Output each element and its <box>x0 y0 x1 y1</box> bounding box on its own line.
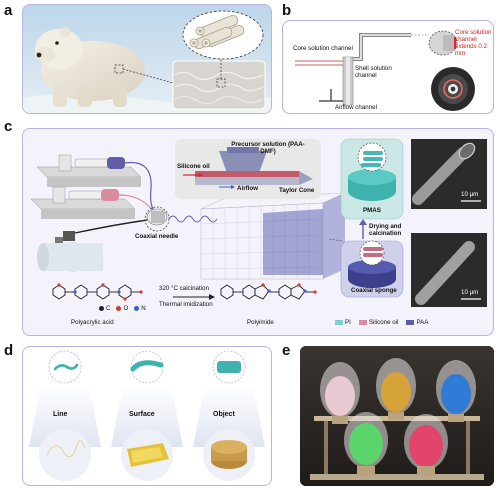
collector-grid <box>200 192 346 280</box>
material-legend: PI Silicone oil PAA <box>335 319 428 326</box>
pmas-inset <box>340 138 404 220</box>
scale-bar-1: 10 μm <box>461 191 479 198</box>
panel-a <box>22 4 272 114</box>
legend-silicone-label: Silicone oil <box>368 319 399 326</box>
jar-red <box>404 414 448 476</box>
sem-image-coaxial <box>411 233 487 307</box>
legend-atom-c-dot <box>99 306 104 311</box>
syringe-pump-bottom <box>30 186 136 219</box>
panel-letter-e: e <box>282 342 291 359</box>
polar-bear <box>35 27 145 107</box>
label-airflow-channel: Airflow channel <box>335 104 377 111</box>
taylor-cone-inset <box>175 139 321 199</box>
legend-pi-label: PI <box>345 319 351 326</box>
legend-atom-c-label: C <box>106 305 111 312</box>
syringe-pump-top <box>36 154 142 187</box>
label-surface: Surface <box>129 411 155 418</box>
label-core-channel: Core solution channel <box>293 45 353 52</box>
label-precursor: Precursor solution (PAA-DMF) <box>231 141 305 155</box>
legend-silicone-swatch <box>358 320 367 325</box>
atom-legend: C O N <box>99 305 146 312</box>
panel-letter-a: a <box>4 2 13 19</box>
panel-b: Core solution channel Shell solution cha… <box>282 20 494 114</box>
label-pmas: PMAS <box>363 207 381 214</box>
label-coaxial-needle: Coaxial needle <box>135 233 179 240</box>
legend-pi-swatch <box>335 320 343 325</box>
panel-e <box>300 346 494 486</box>
label-object: Object <box>213 411 235 418</box>
label-taylor-cone: Taylor Cone <box>279 187 315 194</box>
polar-bear-scene <box>23 5 271 113</box>
label-imidization: Thermal imidization <box>159 301 213 308</box>
legend-atom-o: O <box>116 305 128 312</box>
label-line: Line <box>53 411 68 418</box>
electrospinning-schematic <box>30 138 487 307</box>
dimension-illustrations <box>29 350 265 481</box>
panel-c: Precursor solution (PAA-DMF) Silicone oi… <box>22 128 494 336</box>
legend-paa: PAA <box>406 319 428 326</box>
hollow-fiber-inset <box>182 10 264 60</box>
legend-paa-swatch <box>406 320 415 325</box>
coaxial-sponge-inset <box>340 240 404 298</box>
legend-atom-n: N <box>134 305 146 312</box>
label-polyimide: Polyimide <box>247 319 274 326</box>
panel-letter-b: b <box>282 2 292 19</box>
legend-paa-label: PAA <box>416 319 429 326</box>
sem-image-hollow <box>411 139 487 209</box>
coaxial-needle <box>144 206 170 232</box>
label-drying: Drying and calcination <box>369 223 402 237</box>
panel-d: Line Surface Object <box>22 346 272 486</box>
legend-atom-o-label: O <box>123 305 129 312</box>
molecule-paa <box>52 284 141 300</box>
label-silicone-oil: Silicone oil <box>177 163 210 170</box>
panel-letter-c: c <box>4 118 13 135</box>
jar-pink <box>320 362 360 424</box>
coaxial-needle-diagram <box>295 30 475 111</box>
jar-blue <box>436 360 476 422</box>
legend-atom-n-label: N <box>141 305 146 312</box>
air-compressor <box>37 231 104 272</box>
label-calcination: 320 °C calcination <box>159 285 209 292</box>
label-airflow: Airflow <box>237 185 258 192</box>
legend-silicone: Silicone oil <box>358 319 399 326</box>
line-example <box>29 350 101 481</box>
needle-cross-section <box>431 67 475 111</box>
legend-atom-o-dot <box>116 306 122 311</box>
jar-yellow <box>376 358 416 420</box>
legend-atom-c: C <box>99 305 110 312</box>
object-example <box>193 350 265 481</box>
label-shell-channel: Shell solution channel <box>355 65 392 79</box>
jar-green <box>344 412 388 476</box>
scale-bar-2: 10 μm <box>461 289 479 296</box>
needle-tip-zoom <box>428 30 458 56</box>
surface-example <box>111 350 183 481</box>
fur-zoom-inset <box>172 60 266 110</box>
label-polyacrylic-acid: Polyacrylic acid <box>71 319 114 326</box>
legend-pi: PI <box>335 319 351 326</box>
panel-letter-d: d <box>4 342 14 359</box>
label-core-extends: Core solution channel extends 0.2 mm <box>455 29 492 57</box>
legend-atom-n-dot <box>134 306 140 311</box>
colored-sponge-jars-photo <box>300 346 494 486</box>
label-coaxial-sponge: Coaxial sponge <box>351 287 397 294</box>
